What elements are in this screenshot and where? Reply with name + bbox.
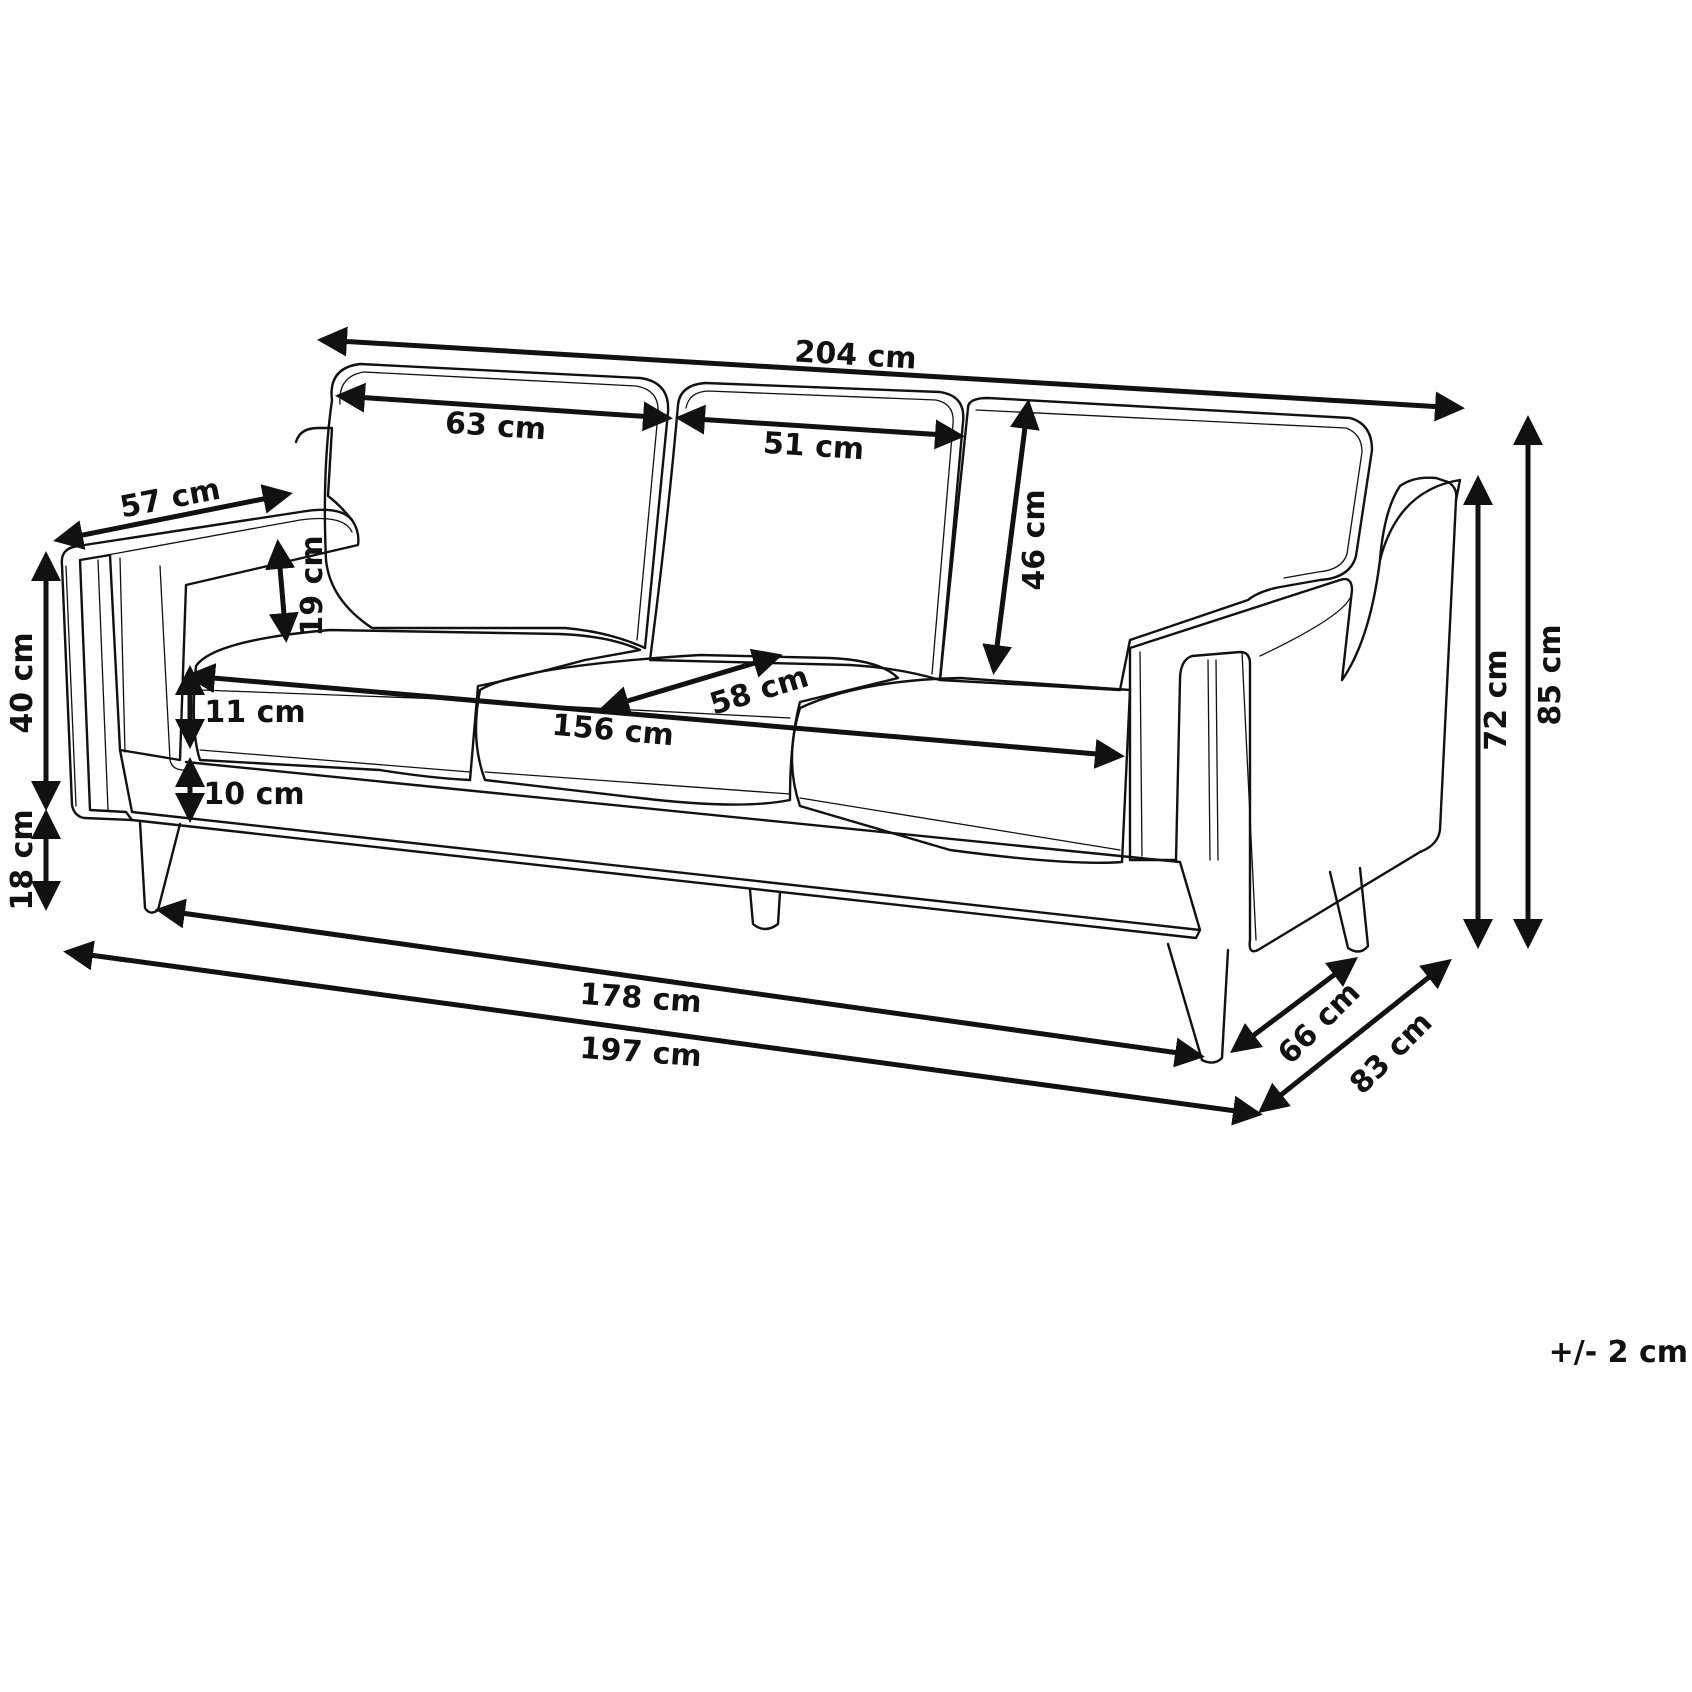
label-depth-between-legs: 66 cm (1271, 975, 1367, 1071)
right-arm-top-line (1378, 478, 1462, 562)
label-back-cushion-height: 46 cm (1017, 489, 1052, 590)
dim-arrow-back-cushion-middle (675, 404, 965, 450)
label-tolerance: +/- 2 cm (1549, 1335, 1688, 1370)
label-leg-height: 18 cm (5, 809, 40, 910)
label-arm-height: 40 cm (5, 632, 40, 733)
leg-front-left (138, 820, 182, 914)
label-height-at-arm: 72 cm (1479, 649, 1514, 750)
label-seat-cushion-thickness: 11 cm (204, 695, 305, 730)
dim-arrow-overall-depth (1258, 958, 1452, 1114)
label-seat-base-height: 10 cm (203, 777, 304, 812)
dim-arrow-back-cushion-left (335, 382, 673, 432)
leg-back-middle (748, 888, 782, 931)
label-back-cushion-middle: 51 cm (762, 426, 865, 467)
dimension-arrows (31, 326, 1543, 1126)
back-cushion-right-seam (975, 409, 1363, 579)
left-arm-front-piping (65, 559, 109, 811)
dim-arrow-armrest-depth (53, 484, 293, 550)
right-arm (1128, 476, 1458, 953)
dim-arrow-overall-width (317, 326, 1465, 422)
dim-arrow-armrest-height-above-seat (265, 539, 299, 643)
dim-arrow-back-cushion-height (982, 399, 1040, 675)
left-arm-top (294, 426, 354, 522)
leg-back-right (1328, 866, 1370, 953)
back-cushion-right (938, 396, 1374, 692)
label-back-cushion-left: 63 cm (444, 406, 547, 448)
leg-front-right (1166, 942, 1230, 1064)
dimension-labels: 204 cm 63 cm 51 cm 57 cm 46 cm 19 cm 40 … (5, 334, 1688, 1370)
seat-cushion-right (790, 676, 1132, 864)
right-arm-seams (1139, 597, 1351, 941)
dim-arrow-overall-length (63, 940, 1263, 1126)
dim-arrow-seat-width (185, 663, 1125, 769)
sofa-base-lower (130, 818, 1202, 940)
label-distance-between-legs: 178 cm (579, 977, 703, 1020)
label-overall-length: 197 cm (579, 1031, 703, 1074)
label-overall-width: 204 cm (794, 334, 918, 376)
label-overall-height: 85 cm (1533, 624, 1568, 725)
label-overall-depth: 83 cm (1343, 1005, 1439, 1101)
label-armrest-height-above-seat: 19 cm (295, 535, 330, 636)
